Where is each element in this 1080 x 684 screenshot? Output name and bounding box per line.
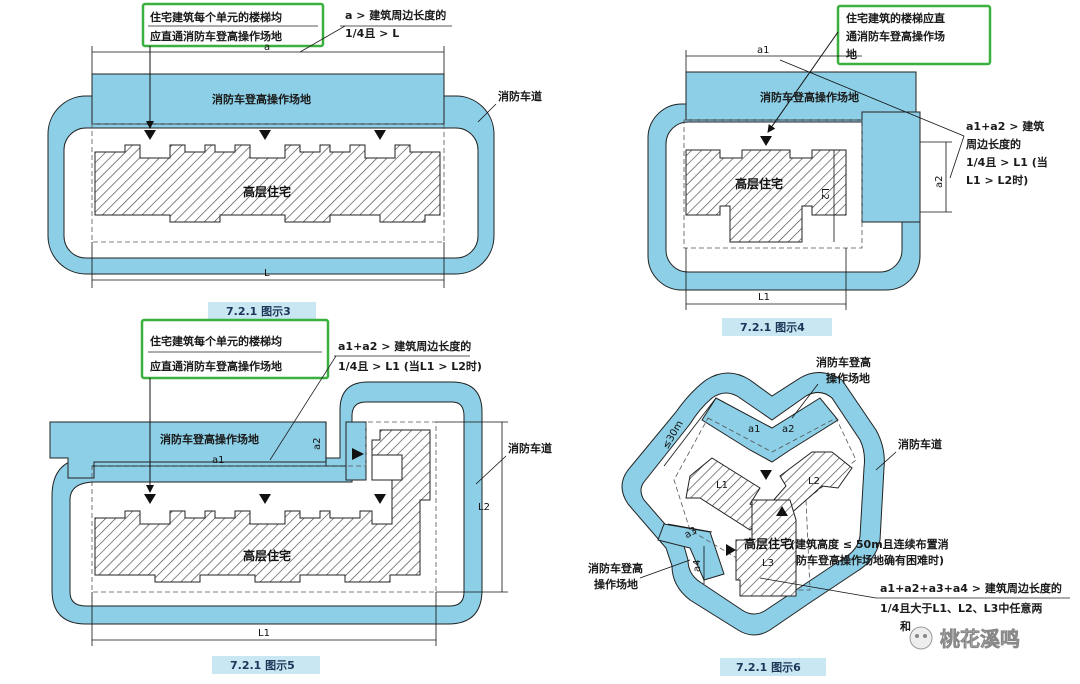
fig6-building-label: 高层住宅 (744, 536, 792, 551)
fig4-note-line4: L1 > L2时) (966, 173, 1028, 187)
fig3-caption-box (208, 302, 316, 320)
fig5-dim-L2: L2 (478, 502, 490, 513)
fig4-note-line2: 周边长度的 (966, 137, 1021, 151)
fig5-building-label: 高层住宅 (243, 548, 291, 563)
fig6-building-note-line1: (建筑高度 ≤ 50m且连续布置消 (790, 537, 949, 551)
fig3-note-line1: a > 建筑周边长度的 (345, 8, 446, 22)
fig3-callout-line1: 住宅建筑每个单元的楼梯均 (150, 10, 282, 24)
fig6-dim-L1: L1 (716, 480, 728, 491)
fig3-stair-arrow-1 (144, 130, 156, 140)
fig5-building (94, 429, 431, 583)
fig5-callout-line2: 应直通消防车登高操作场地 (150, 359, 282, 373)
fig6-note-line1: a1+a2+a3+a4 > 建筑周边长度的 (880, 581, 1062, 595)
fig6-stair-arrow-left (726, 544, 736, 556)
fig4-note-line3: 1/4且 > L1 (当 (966, 155, 1048, 169)
fig5-dim-a1: a1 (212, 455, 225, 466)
fig6-caption: 7.2.1 图示6 (736, 661, 801, 674)
fig4-callout-leader (767, 31, 839, 133)
fig3-site-outline (91, 123, 445, 243)
fig6-dim-a1: a1 (748, 424, 761, 435)
fig4-callout-line3: 地 (846, 47, 857, 61)
fig3-note-line2: 1/4且 > L (345, 27, 399, 40)
fig6-stair-arrow-top (760, 470, 772, 480)
fig6-caption-box (720, 658, 826, 676)
fig5-stair-arrow-3 (374, 494, 386, 504)
fig5-dim-a2: a2 (312, 438, 323, 451)
fig6-dim-L3: L3 (762, 558, 774, 569)
fig6-pad-label-line1: 消防车登高 (816, 355, 871, 369)
fig4-site-outline (683, 119, 863, 249)
fig5-building-core (371, 454, 403, 481)
fig3-stair-arrow-2 (259, 130, 271, 140)
fig4-dim-L1: L1 (758, 292, 770, 303)
fig3-dim-L: L (264, 268, 270, 279)
fig4-callout-box (836, 4, 992, 66)
fig5-callout-line1: 住宅建筑每个单元的楼梯均 (150, 334, 282, 348)
fig6-left-pad-line2: 操作场地 (594, 577, 638, 591)
fig3-building-label: 高层住宅 (243, 184, 291, 199)
fig4-building (685, 149, 847, 243)
figure-4: 消防车登高操作场地 高层住宅 住宅建筑的楼梯应直 通消防车登高操作场 地 a1 … (647, 4, 1048, 336)
watermark-text: 桃花溪鸣 (940, 627, 1020, 651)
figure-3: 消防车登高操作场地 高层住宅 住宅建筑每个单元的楼梯均 应直通消防车登高操作场地… (47, 2, 542, 320)
fig4-callout-line1: 住宅建筑的楼梯应直 (846, 11, 945, 25)
fig5-stair-arrow-2 (259, 494, 271, 504)
fig4-stair-arrow (760, 136, 772, 146)
fig6-note-line2: 1/4且大于L1、L2、L3中任意两 (880, 601, 1042, 615)
fig5-pad-label: 消防车登高操作场地 (160, 432, 259, 446)
fig3-stair-arrow-3 (374, 130, 386, 140)
fig5-caption-box (212, 656, 320, 674)
fig6-note-line3: 和 (900, 619, 911, 633)
fig6-pad-label-line2: 操作场地 (826, 371, 870, 385)
fig6-site-outline (673, 417, 857, 591)
fig4-building-label: 高层住宅 (735, 176, 783, 191)
fig4-pad-label: 消防车登高操作场地 (760, 90, 859, 104)
fig4-dim-L2: L2 (819, 188, 830, 200)
fig3-building (94, 144, 441, 223)
fig6-building-stem (735, 499, 797, 597)
fig4-dim-a1: a1 (757, 45, 770, 56)
fig6-dim-L2: L2 (808, 476, 820, 487)
fig6-operation-pad-top (701, 397, 839, 463)
fig5-road-label: 消防车道 (508, 441, 552, 455)
fig6-dim-a2: a2 (782, 424, 795, 435)
fig4-callout-line2: 通消防车登高操作场 (846, 29, 945, 43)
fig6-stair-arrow-right (776, 506, 788, 516)
fig4-dim-a2: a2 (934, 176, 945, 189)
fig6-dim-a4: a4 (692, 560, 703, 573)
fig5-callout-box (140, 318, 330, 380)
fig5-note-line2: 1/4且 > L1 (当L1 > L2时) (338, 359, 482, 373)
watermark-logo-icon (909, 626, 933, 650)
watermark: 桃花溪鸣 (909, 626, 1020, 651)
fig3-road-label: 消防车道 (498, 89, 542, 103)
fig5-stair-arrow-1 (144, 494, 156, 504)
fig3-pad-label: 消防车登高操作场地 (212, 92, 311, 106)
fig6-building-note-line2: 防车登高操作场地确有困难时) (796, 553, 944, 567)
fig3-dim-a: a (264, 42, 270, 53)
fig5-stair-arrow-4 (352, 448, 364, 460)
fig3-callout-line2: 应直通消防车登高操作场地 (150, 29, 282, 43)
fig4-caption-box (722, 318, 832, 336)
fig6-road-label: 消防车道 (898, 437, 942, 451)
figure-5: 消防车登高操作场地 高层住宅 住宅建筑每个单元的楼梯均 应直通消防车登高操作场地… (49, 318, 552, 674)
fig3-callout-box (141, 2, 325, 48)
fig5-dim-L1: L1 (258, 628, 270, 639)
fig5-caption: 7.2.1 图示5 (230, 659, 295, 672)
fig5-note-line1: a1+a2 > 建筑周边长度的 (338, 339, 471, 353)
fig6-left-pad-line1: 消防车登高 (588, 561, 643, 575)
fig4-caption: 7.2.1 图示4 (740, 321, 805, 334)
fig4-note-line1: a1+a2 > 建筑 (966, 119, 1044, 133)
fig4-operation-pad-right (861, 111, 921, 223)
fig3-caption: 7.2.1 图示3 (226, 305, 291, 318)
